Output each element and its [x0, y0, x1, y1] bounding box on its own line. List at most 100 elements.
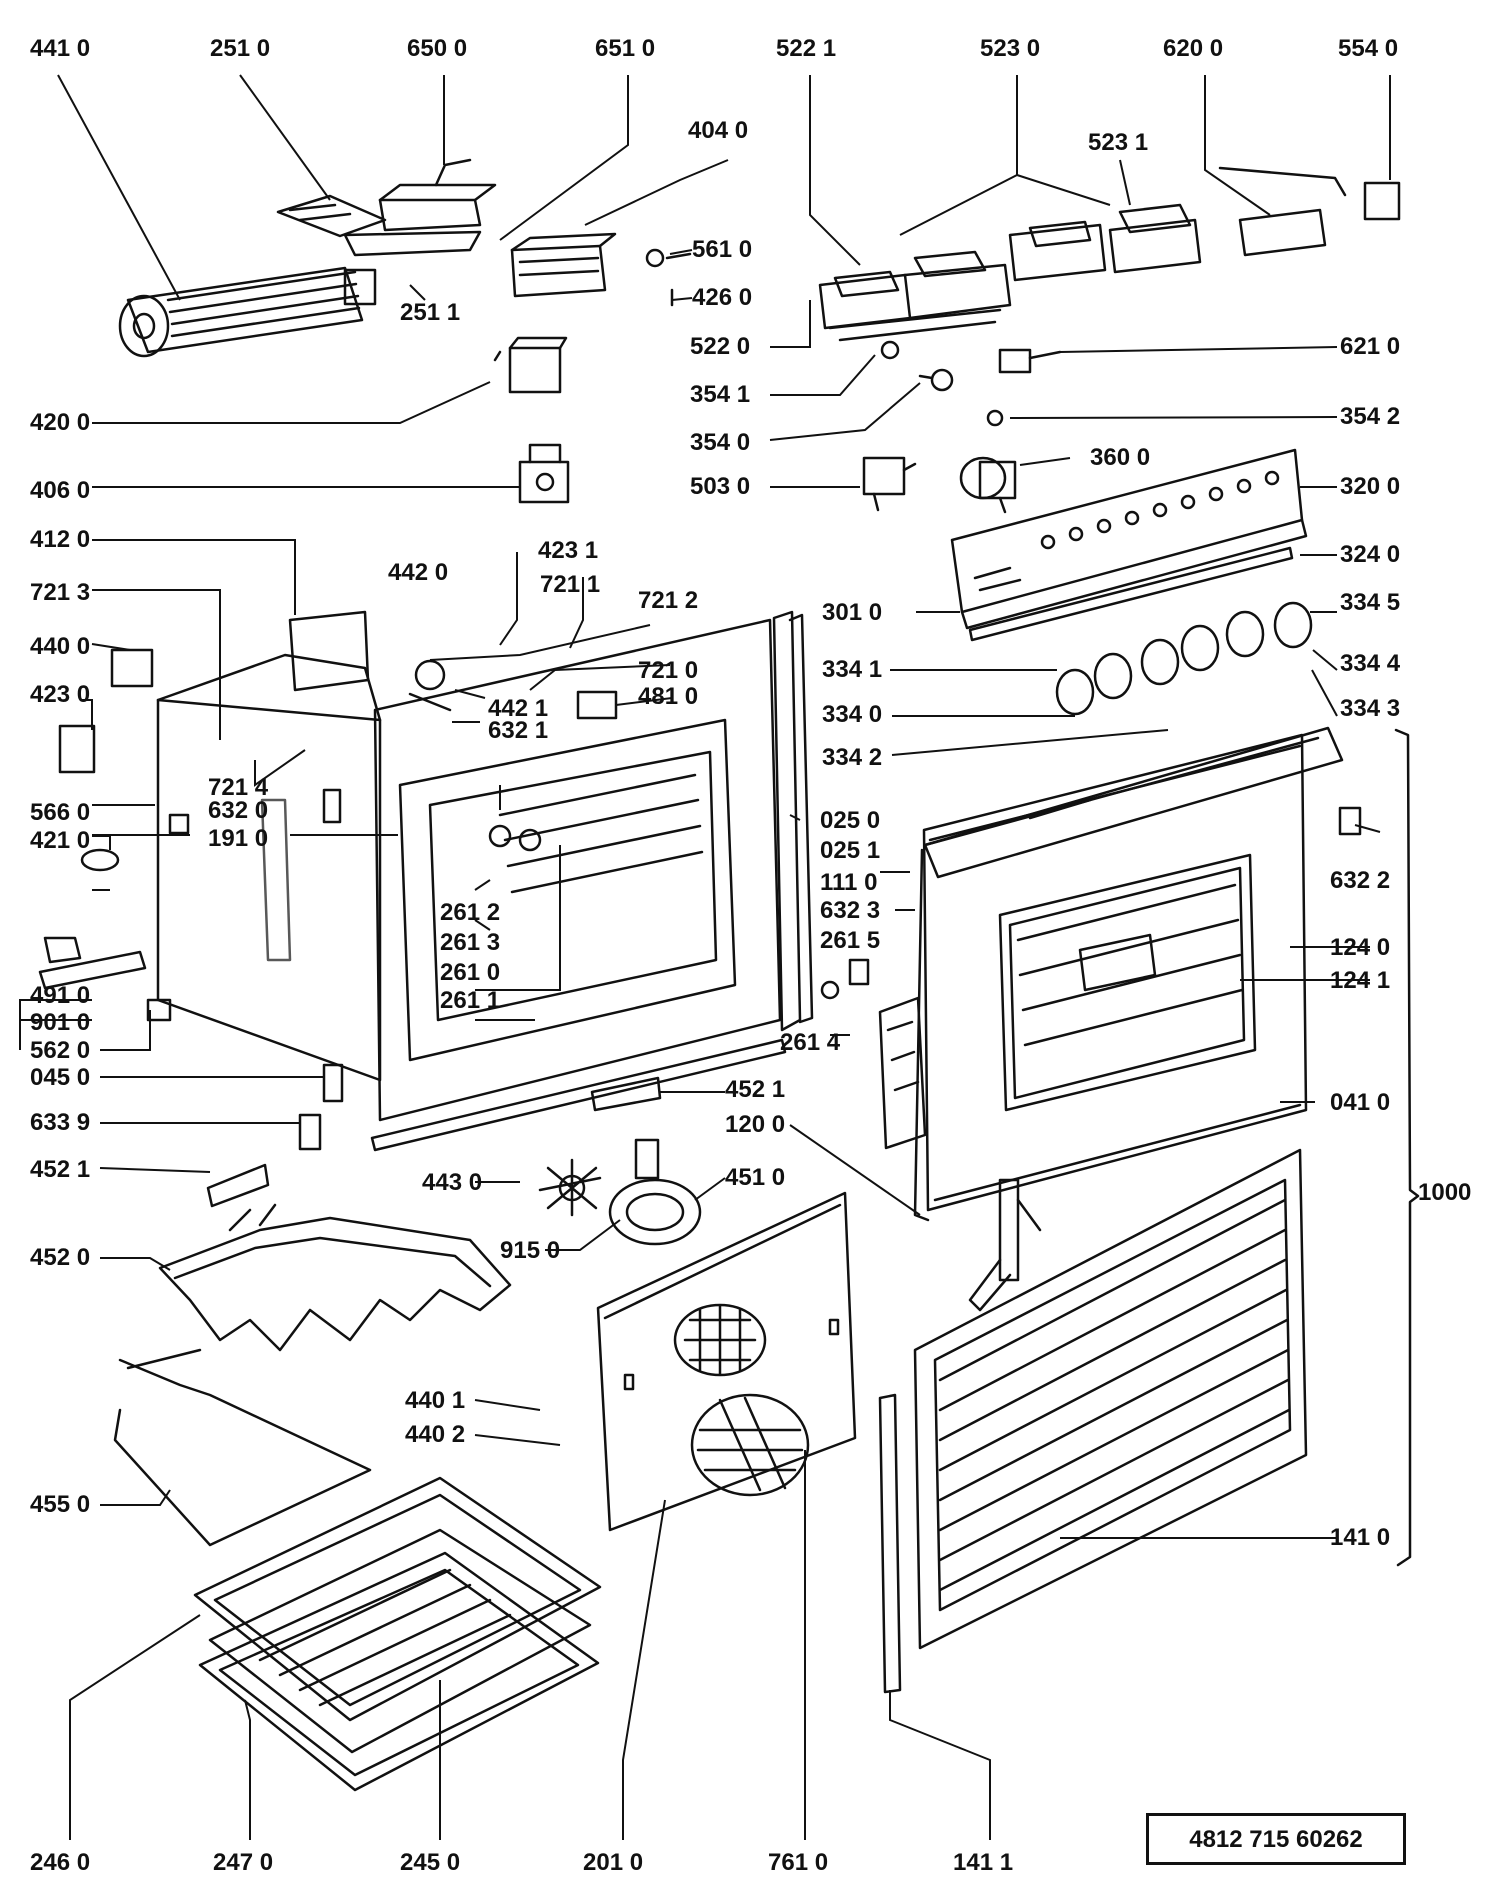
callout-522-1: 522 1 — [776, 35, 837, 62]
tray-246-part — [193, 1476, 602, 1722]
transformer-part — [510, 232, 692, 307]
callout-443-0: 443 0 — [422, 1169, 483, 1196]
callout-334-4: 334 4 — [1340, 650, 1401, 677]
thermostat-406-part — [518, 443, 570, 504]
back-panel-part — [596, 1191, 857, 1532]
callout-124-1: 124 1 — [1330, 967, 1391, 994]
outer-door-panel-part — [913, 1148, 1308, 1650]
callout-761-0: 761 0 — [768, 1849, 829, 1876]
selector-switch-block-part — [818, 166, 1401, 342]
callout-111-0: 111 0 — [820, 869, 878, 896]
inner-glass-part — [878, 996, 927, 1150]
lamp-holder-parts — [880, 340, 1062, 427]
rear-element-455-part — [113, 1348, 372, 1547]
callout-141-0: 141 0 — [1330, 1524, 1391, 1551]
tray-247-part — [198, 1551, 600, 1792]
callout-455-0: 455 0 — [30, 1491, 91, 1518]
callout-440-2: 440 2 — [405, 1421, 466, 1448]
callout-261-4: 261 4 — [780, 1029, 841, 1056]
callout-412-0: 412 0 — [30, 526, 91, 553]
callout-452-1b: 452 1 — [30, 1156, 91, 1183]
callout-423-1: 423 1 — [538, 537, 599, 564]
callout-566-0: 566 0 — [30, 799, 91, 826]
callout-261-1: 261 1 — [440, 987, 501, 1014]
capacitor-420-part — [493, 336, 568, 394]
callout-301-0: 301 0 — [822, 599, 883, 626]
grid-245-part — [208, 1528, 592, 1754]
callout-045-0: 045 0 — [30, 1064, 91, 1091]
leader-lines — [19, 74, 1391, 1840]
callout-261-5: 261 5 — [820, 927, 881, 954]
hinge-part — [968, 1178, 1042, 1312]
callout-354-1: 354 1 — [690, 381, 751, 408]
fan-cover-plate-part — [276, 158, 497, 257]
callout-441-0: 441 0 — [30, 35, 91, 62]
switch-503-part — [862, 456, 917, 512]
callout-420-0: 420 0 — [30, 409, 91, 436]
callout-442-0: 442 0 — [388, 559, 449, 586]
callout-491-0: 491 0 — [30, 982, 91, 1009]
callout-261-3: 261 3 — [440, 929, 501, 956]
fan-grille-part — [673, 1303, 767, 1377]
callout-251-1: 251 1 — [400, 299, 461, 326]
callout-246-0: 246 0 — [30, 1849, 91, 1876]
callout-423-0: 423 0 — [30, 681, 91, 708]
callout-721-3: 721 3 — [30, 579, 91, 606]
callout-354-0: 354 0 — [690, 429, 751, 456]
callout-334-1: 334 1 — [822, 656, 883, 683]
callout-562-0: 562 0 — [30, 1037, 91, 1064]
callout-721-2: 721 2 — [638, 587, 699, 614]
grill-element-part — [158, 1203, 512, 1352]
callout-451-0: 451 0 — [725, 1164, 786, 1191]
callout-620-0: 620 0 — [1163, 35, 1224, 62]
control-knobs-part — [1055, 601, 1313, 716]
callout-561-0: 561 0 — [692, 236, 753, 263]
callout-721-0: 721 0 — [638, 657, 699, 684]
callout-141-1: 141 1 — [953, 1849, 1014, 1876]
callout-503-0: 503 0 — [690, 473, 751, 500]
callout-201-0: 201 0 — [583, 1849, 644, 1876]
callout-651-0: 651 0 — [595, 35, 656, 62]
element-terminal-block-part — [206, 1076, 662, 1208]
callout-452-0: 452 0 — [30, 1244, 91, 1271]
callout-523-0: 523 0 — [980, 35, 1041, 62]
door-handle-bar-part — [923, 726, 1344, 879]
callout-426-0: 426 0 — [692, 284, 753, 311]
callout-523-1: 523 1 — [1088, 129, 1149, 156]
callout-120-0: 120 0 — [725, 1111, 786, 1138]
motor-360-part — [959, 456, 1017, 514]
callout-650-0: 650 0 — [407, 35, 468, 62]
callout-554-0: 554 0 — [1338, 35, 1399, 62]
callout-354-2: 354 2 — [1340, 403, 1401, 430]
callout-632-3: 632 3 — [820, 897, 881, 924]
callout-632-2: 632 2 — [1330, 867, 1391, 894]
callout-481-0: 481 0 — [638, 683, 699, 710]
callout-025-0: 025 0 — [820, 807, 881, 834]
callout-721-4: 721 4 — [208, 774, 269, 801]
callout-442-1: 442 1 — [488, 695, 549, 722]
callout-041-0: 041 0 — [1330, 1089, 1391, 1116]
callout-124-0: 124 0 — [1330, 934, 1391, 961]
callout-191-0: 191 0 — [208, 825, 269, 852]
callout-261-0: 261 0 — [440, 959, 501, 986]
control-panel-part — [950, 448, 1308, 630]
callout-915-0: 915 0 — [500, 1237, 561, 1264]
cavity-small-parts — [38, 648, 1362, 1151]
callout-522-0: 522 0 — [690, 333, 751, 360]
callout-406-0: 406 0 — [30, 477, 91, 504]
fan-guard-disc-part — [690, 1393, 810, 1497]
callout-404-0: 404 0 — [688, 117, 749, 144]
callout-440-0: 440 0 — [30, 633, 91, 660]
callout-247-0: 247 0 — [213, 1849, 274, 1876]
callout-320-0: 320 0 — [1340, 473, 1401, 500]
oven-door-part — [913, 733, 1308, 1222]
fan-motor-part — [118, 266, 377, 358]
callout-360-0: 360 0 — [1090, 444, 1151, 471]
callout-324-0: 324 0 — [1340, 541, 1401, 568]
callout-633-9: 633 9 — [30, 1109, 91, 1136]
callout-334-0: 334 0 — [822, 701, 883, 728]
callout-621-0: 621 0 — [1340, 333, 1401, 360]
circular-element-and-fan-part — [538, 1138, 702, 1246]
callout-334-3: 334 3 — [1340, 695, 1401, 722]
